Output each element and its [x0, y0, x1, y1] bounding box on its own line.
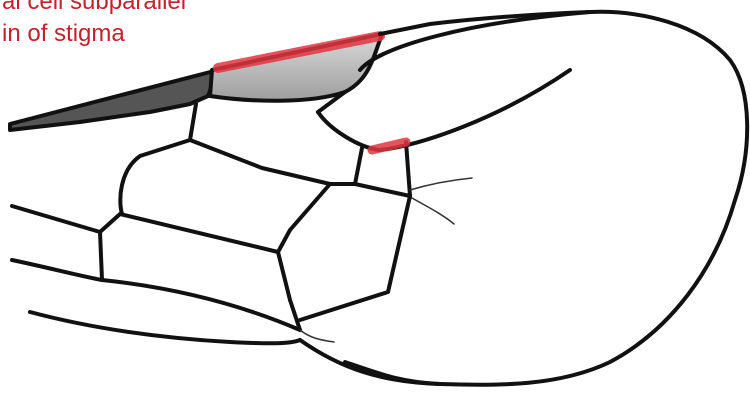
- submarginal-cell-1: [120, 104, 196, 214]
- vein-spur-bottom: [300, 330, 334, 342]
- discoidal-cell: [278, 184, 330, 330]
- cubital-vein: [12, 206, 100, 232]
- crossvein-highlight: [372, 142, 406, 150]
- submarginal-cell-1-lower: [190, 140, 330, 184]
- vein-spur-lower: [412, 198, 454, 224]
- vein-spur-upper: [410, 178, 472, 190]
- submarginal-cell-2: [330, 148, 362, 184]
- discoidal-cell-right: [300, 196, 410, 320]
- costal-vein-wedge: [10, 70, 218, 130]
- wing-trailing-edge: [30, 312, 300, 343]
- caption-line-1: al cell subparallel: [2, 0, 186, 16]
- caption-line-2: in of stigma: [2, 20, 125, 48]
- discoidal-cell-bottom: [100, 214, 278, 280]
